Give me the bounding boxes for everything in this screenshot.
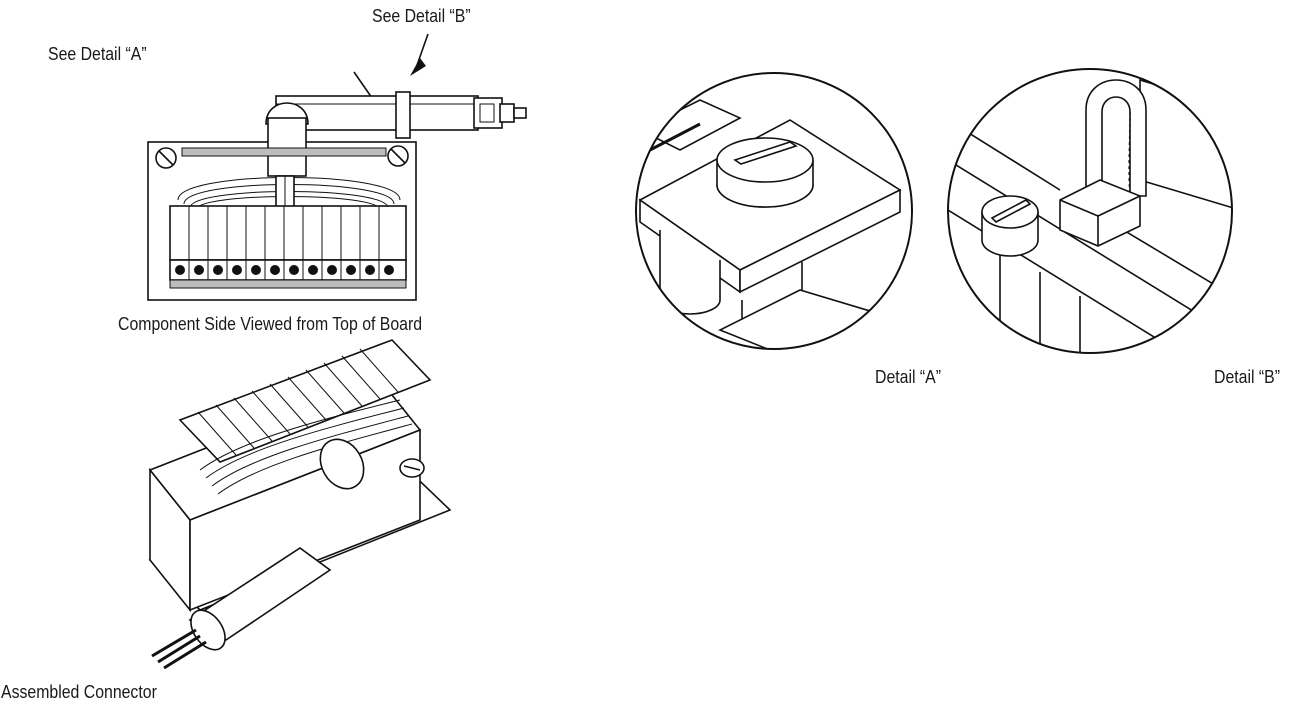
caption-component-side: Component Side Viewed from Top of Board <box>118 314 423 334</box>
terminal-block <box>169 205 407 289</box>
detail-b-cable <box>1139 78 1232 212</box>
connector-dome-cap <box>319 438 365 490</box>
leader-line-a <box>353 71 373 99</box>
detail-a-circle <box>635 72 913 350</box>
cable-tube <box>275 95 479 131</box>
strap-clamp <box>395 91 411 139</box>
detail-b-circle <box>947 68 1233 354</box>
callout-see-detail-b: See Detail “B” <box>372 6 471 26</box>
caption-assembled-connector: Assembled Connector <box>1 682 157 702</box>
callout-see-detail-a: See Detail “A” <box>48 44 147 64</box>
caption-detail-b: Detail “B” <box>1214 367 1281 387</box>
connector-wire-bundle <box>199 399 413 495</box>
caption-detail-a: Detail “A” <box>875 367 942 387</box>
arrowhead-b <box>410 58 426 76</box>
detail-b-strap <box>1085 79 1147 197</box>
connector-terminal-top <box>178 339 432 463</box>
